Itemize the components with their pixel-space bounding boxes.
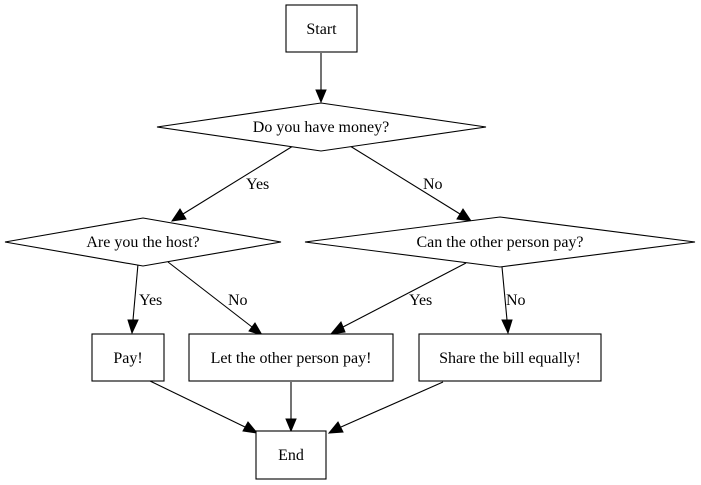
edge-label-host-yes: Yes xyxy=(139,292,162,309)
node-share-bill: Share the bill equally! xyxy=(418,333,602,382)
edge-label-money-yes: Yes xyxy=(246,176,269,193)
node-share-bill-label: Share the bill equally! xyxy=(439,350,581,367)
edge-other-to-let xyxy=(329,262,467,335)
node-start: Start xyxy=(285,4,358,53)
node-pay-label: Pay! xyxy=(113,350,142,367)
edge-let-to-end xyxy=(285,382,297,433)
decision-have-money: Do you have money? xyxy=(156,102,487,152)
edge-money-to-host xyxy=(170,145,294,222)
decision-have-money-label: Do you have money? xyxy=(253,119,389,136)
node-end-label: End xyxy=(278,447,304,464)
decision-other-pay-label: Can the other person pay? xyxy=(416,234,583,251)
decision-host: Are you the host? xyxy=(4,217,282,267)
node-end: End xyxy=(255,430,327,480)
edge-start-to-money xyxy=(315,53,327,104)
edge-money-to-other xyxy=(349,145,473,222)
edge-label-money-no: No xyxy=(423,176,443,193)
edge-pay-to-end xyxy=(149,380,259,434)
node-let-other-pay-label: Let the other person pay! xyxy=(211,350,372,367)
node-start-label: Start xyxy=(306,21,337,38)
edge-host-to-let xyxy=(167,261,264,336)
decision-host-label: Are you the host? xyxy=(86,234,199,251)
edge-host-to-pay xyxy=(127,263,139,335)
edge-label-other-yes: Yes xyxy=(409,292,432,309)
edge-share-to-end xyxy=(327,381,444,434)
decision-other-pay: Can the other person pay? xyxy=(304,216,696,268)
node-let-other-pay: Let the other person pay! xyxy=(188,333,394,382)
node-pay: Pay! xyxy=(91,333,165,382)
edge-label-other-no: No xyxy=(506,292,526,309)
edge-other-to-share xyxy=(501,266,513,335)
edge-label-host-no: No xyxy=(228,292,248,309)
